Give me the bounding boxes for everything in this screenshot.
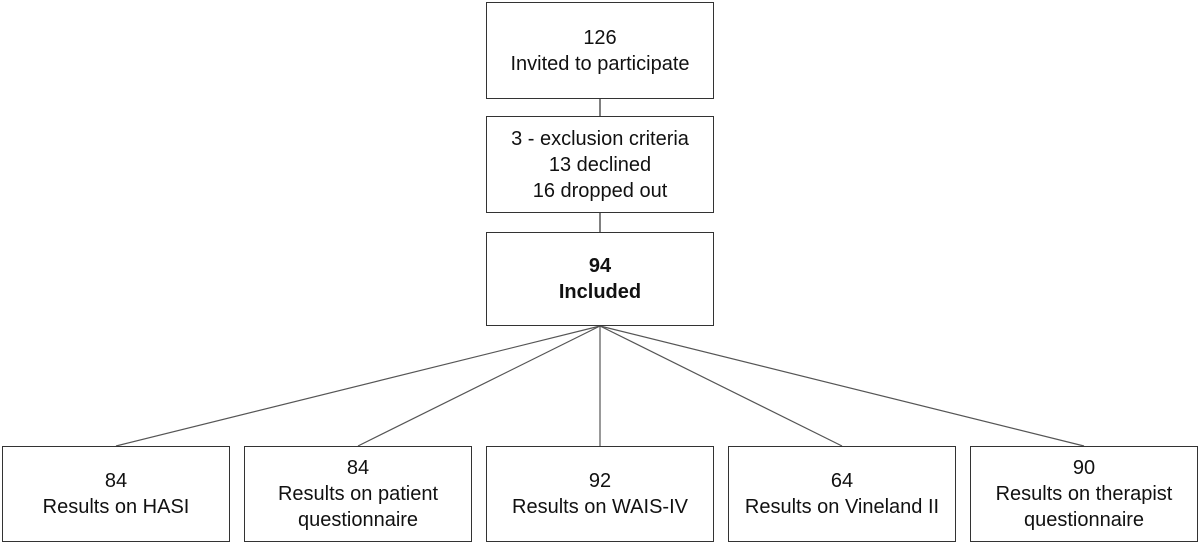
result-box-hasi: 84 Results on HASI bbox=[2, 446, 230, 542]
result-box-therapist-questionnaire: 90 Results on therapist questionnaire bbox=[970, 446, 1198, 542]
declined-text: 13 declined bbox=[548, 153, 652, 176]
invited-label: Invited to participate bbox=[510, 52, 690, 75]
result-count: 84 bbox=[346, 457, 370, 479]
result-label: Results on patient bbox=[277, 483, 439, 505]
result-count: 90 bbox=[1072, 457, 1096, 479]
dropped-out-text: 16 dropped out bbox=[532, 179, 668, 202]
result-label: Results on Vineland II bbox=[744, 496, 940, 518]
result-count: 92 bbox=[588, 470, 612, 492]
result-label: Results on HASI bbox=[42, 496, 190, 518]
result-label: Results on therapist bbox=[995, 483, 1173, 505]
invited-count: 126 bbox=[583, 26, 617, 49]
invited-box: 126 Invited to participate bbox=[486, 2, 714, 99]
result-box-vineland-ii: 64 Results on Vineland II bbox=[728, 446, 956, 542]
connector-included-to-patient bbox=[357, 325, 601, 447]
connector-included-to-therapist bbox=[599, 325, 1085, 447]
exclusion-criteria-text: 3 - exclusion criteria bbox=[511, 127, 689, 150]
result-box-patient-questionnaire: 84 Results on patient questionnaire bbox=[244, 446, 472, 542]
excluded-box: 3 - exclusion criteria 13 declined 16 dr… bbox=[486, 116, 714, 213]
result-box-wais-iv: 92 Results on WAIS-IV bbox=[486, 446, 714, 542]
result-label-line2: questionnaire bbox=[1023, 509, 1145, 531]
result-label: Results on WAIS-IV bbox=[512, 496, 688, 518]
included-count: 94 bbox=[588, 255, 612, 277]
included-box: 94 Included bbox=[486, 232, 714, 326]
result-label-line2: questionnaire bbox=[297, 509, 419, 531]
included-label: Included bbox=[558, 281, 642, 303]
connector-included-to-hasi bbox=[115, 325, 601, 447]
result-count: 84 bbox=[104, 470, 128, 492]
result-count: 64 bbox=[830, 470, 854, 492]
connector-included-to-vineland bbox=[599, 325, 843, 447]
